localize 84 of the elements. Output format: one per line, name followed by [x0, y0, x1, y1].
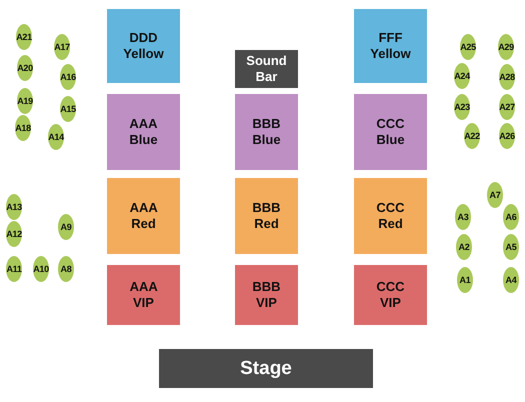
table-oval	[503, 234, 519, 260]
table-number: A13	[6, 202, 22, 212]
seating-section	[354, 178, 427, 254]
table-oval	[6, 256, 22, 282]
section-label: BBB Blue	[252, 116, 281, 148]
table-oval	[6, 194, 22, 220]
section-label: Sound Bar	[246, 53, 287, 85]
table-oval	[499, 64, 515, 90]
table-oval	[54, 34, 70, 60]
table-number: A14	[48, 132, 64, 142]
seating-section	[107, 265, 180, 325]
sound-bar-area	[235, 50, 298, 88]
table-number: A24	[454, 71, 470, 81]
table-number: A28	[499, 72, 515, 82]
table-oval	[460, 34, 476, 60]
table-number: A9	[60, 222, 72, 232]
seating-section	[354, 94, 427, 170]
table-oval	[455, 204, 471, 230]
table-oval	[33, 256, 49, 282]
table-number: A8	[60, 264, 72, 274]
section-label: CCC VIP	[376, 279, 405, 311]
seating-section	[107, 9, 180, 83]
table-number: A2	[458, 242, 470, 252]
table-oval	[60, 96, 76, 122]
section-label: AAA Red	[130, 200, 158, 232]
table-number: A22	[464, 131, 480, 141]
table-oval	[17, 88, 33, 114]
table-number: A16	[60, 72, 76, 82]
section-label: DDD Yellow	[123, 30, 164, 62]
section-label: BBB Red	[252, 200, 281, 232]
section-label: CCC Blue	[376, 116, 405, 148]
table-number: A18	[15, 123, 31, 133]
table-oval	[17, 55, 33, 81]
table-oval	[499, 123, 515, 149]
seating-section	[235, 94, 298, 170]
table-oval	[6, 221, 22, 247]
table-number: A5	[506, 242, 516, 252]
table-number: A12	[6, 229, 22, 239]
seating-section	[354, 9, 427, 83]
table-number: A21	[16, 32, 32, 42]
table-oval	[499, 94, 515, 120]
table-number: A1	[460, 275, 470, 285]
table-number: A4	[506, 275, 516, 285]
table-oval	[16, 24, 32, 50]
table-oval	[503, 267, 519, 293]
table-oval	[48, 124, 64, 150]
table-number: A7	[490, 190, 500, 200]
table-number: A25	[460, 42, 476, 52]
table-oval	[457, 267, 473, 293]
stage-area	[159, 349, 373, 388]
table-number: A17	[54, 42, 70, 52]
table-number: A6	[506, 212, 516, 222]
seating-section	[235, 178, 298, 254]
section-label: Stage	[240, 358, 292, 380]
table-oval	[454, 94, 470, 120]
table-oval	[503, 204, 519, 230]
table-number: A19	[17, 96, 33, 106]
seating-section	[107, 94, 180, 170]
section-label: AAA Blue	[129, 116, 158, 148]
section-label: FFF Yellow	[370, 30, 411, 62]
table-oval	[456, 234, 472, 260]
table-oval	[498, 34, 514, 60]
table-oval	[58, 214, 74, 240]
table-number: A15	[60, 104, 76, 114]
table-number: A11	[6, 264, 22, 274]
seating-section	[107, 178, 180, 254]
seating-section	[235, 265, 298, 325]
table-number: A20	[17, 63, 33, 73]
section-label: BBB VIP	[252, 279, 281, 311]
seating-section	[354, 265, 427, 325]
table-oval	[60, 64, 76, 90]
section-label: CCC Red	[376, 200, 405, 232]
table-oval	[58, 256, 74, 282]
table-number: A26	[499, 131, 515, 141]
table-oval	[454, 63, 470, 89]
table-oval	[487, 182, 503, 208]
section-label: AAA VIP	[130, 279, 158, 311]
table-number: A29	[498, 42, 514, 52]
table-number: A3	[458, 212, 468, 222]
table-number: A10	[33, 264, 49, 274]
table-number: A27	[499, 102, 515, 112]
table-oval	[15, 115, 31, 141]
table-number: A23	[454, 102, 470, 112]
table-oval	[464, 123, 480, 149]
